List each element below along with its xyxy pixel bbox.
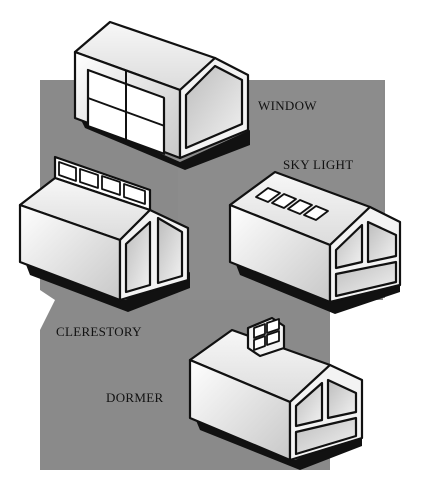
skylight-gable-upper-right (366, 220, 398, 264)
skylight-house-shadow (235, 262, 400, 314)
dormer-gable-upper-right (326, 378, 358, 420)
window-house (73, 20, 250, 170)
dormer-gable-lower (294, 416, 358, 456)
label-window: WINDOW (258, 98, 317, 113)
skylight-gable-upper-left (334, 223, 364, 270)
clerestory-house (18, 155, 190, 312)
dormer-house-shadow (195, 418, 362, 470)
clerestory-gable-opening-left (124, 220, 152, 294)
dormer-house (188, 316, 364, 470)
dormer-gable-upper-left (294, 381, 324, 428)
label-dormer: DORMER (106, 390, 164, 405)
label-skylight: SKY LIGHT (283, 157, 354, 172)
window-house-shadow (80, 118, 250, 170)
label-clerestory: CLERESTORY (56, 324, 142, 339)
skylight-panes (255, 187, 329, 221)
window-house-gable-opening (184, 64, 244, 150)
clerestory-house-shadow (25, 262, 190, 312)
skylight-house (228, 170, 402, 314)
clerestory-gable-opening-right (156, 216, 184, 285)
skylight-gable-lower (334, 260, 398, 298)
